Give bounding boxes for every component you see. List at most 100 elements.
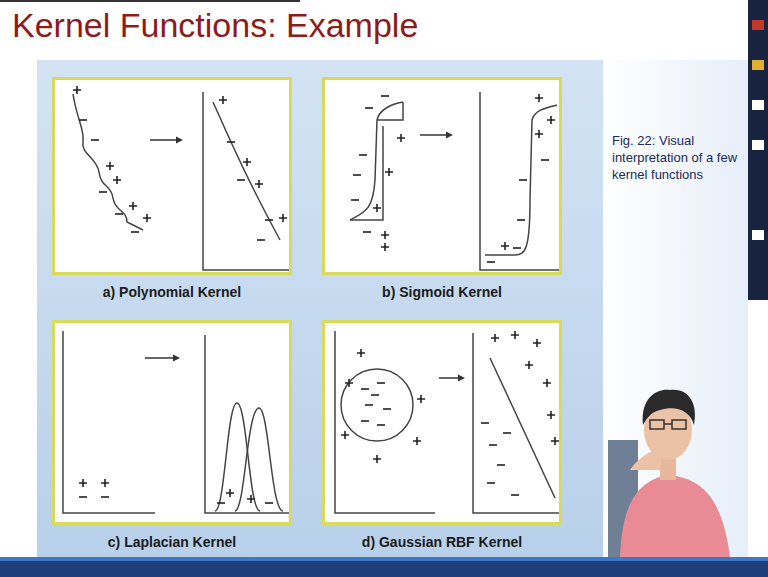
panel-caption: d) Gaussian RBF Kernel	[322, 534, 562, 550]
plus-marker	[345, 379, 353, 387]
decision-circle	[341, 369, 413, 441]
minus-marker	[489, 444, 497, 446]
plus-marker	[547, 116, 555, 124]
plus-marker	[143, 214, 151, 222]
plus-marker	[511, 331, 519, 339]
plus-marker	[106, 162, 114, 170]
minus-marker	[363, 231, 371, 233]
minus-marker	[365, 107, 373, 109]
minus-marker	[265, 502, 273, 504]
plus-marker	[385, 168, 393, 176]
blue-panel	[37, 60, 603, 557]
plus-marker	[543, 379, 551, 387]
panel-frame	[52, 77, 292, 275]
plus-marker	[381, 231, 389, 239]
minus-marker	[517, 219, 525, 221]
minus-marker	[101, 496, 109, 498]
plus-marker	[113, 176, 121, 184]
minus-marker	[265, 219, 273, 221]
minus-marker	[519, 179, 527, 181]
minus-marker	[513, 247, 521, 249]
minus-marker	[383, 408, 391, 410]
panel-frame	[322, 320, 562, 525]
minus-marker	[237, 179, 245, 181]
plus-marker	[341, 431, 349, 439]
plot-line	[235, 408, 283, 511]
toolbar-icon	[752, 230, 764, 240]
plus-marker	[413, 437, 421, 445]
panel-frame	[322, 77, 562, 275]
plus-marker	[129, 202, 137, 210]
minus-marker	[79, 119, 87, 121]
toolbar-icon	[752, 140, 764, 150]
plot-line	[485, 105, 557, 255]
mapping-arrow	[439, 377, 459, 379]
slide-title: Kernel Functions: Example	[12, 6, 418, 45]
kernel-panel: d) Gaussian RBF Kernel	[322, 320, 562, 550]
plot-line	[63, 331, 155, 513]
arrow-head	[458, 375, 465, 382]
plus-marker	[535, 94, 543, 102]
minus-marker	[371, 394, 379, 396]
kernel-illustration	[55, 323, 289, 522]
minus-marker	[511, 494, 519, 496]
plot-line	[350, 102, 403, 220]
arrow-head	[173, 355, 180, 362]
minus-marker	[257, 239, 265, 241]
minus-marker	[377, 382, 385, 384]
minus-marker	[227, 141, 235, 143]
minus-marker	[377, 424, 385, 426]
mapping-arrow	[145, 357, 174, 359]
plus-marker	[219, 96, 227, 104]
plus-marker	[255, 180, 263, 188]
plus-marker	[73, 86, 81, 94]
toolbar-icon	[752, 60, 764, 70]
plus-marker	[397, 134, 405, 142]
plus-marker	[357, 349, 365, 357]
presenter-figure	[608, 390, 730, 557]
kernel-panel: c) Laplacian Kernel	[52, 320, 292, 550]
plot-line	[205, 335, 289, 513]
minus-marker	[381, 95, 389, 97]
plus-marker	[373, 204, 381, 212]
panel-caption: a) Polynomial Kernel	[52, 284, 292, 300]
panel-caption: b) Sigmoid Kernel	[322, 284, 562, 300]
panel-caption: c) Laplacian Kernel	[52, 534, 292, 550]
minus-marker	[361, 420, 369, 422]
plus-marker	[525, 361, 533, 369]
plus-marker	[79, 479, 87, 487]
minus-marker	[365, 404, 373, 406]
bottom-bar-edge	[0, 557, 768, 561]
minus-marker	[541, 159, 549, 161]
minus-marker	[487, 482, 495, 484]
minus-marker	[359, 154, 367, 156]
minus-marker	[131, 231, 139, 233]
mapping-arrow	[150, 139, 177, 141]
plus-marker	[247, 495, 255, 503]
minus-marker	[503, 432, 511, 434]
minus-marker	[79, 496, 87, 498]
kernel-illustration	[55, 80, 289, 272]
minus-marker	[99, 191, 107, 193]
plot-line	[480, 92, 559, 270]
panel-frame	[52, 320, 292, 525]
toolbar-band	[748, 0, 768, 300]
plus-marker	[279, 214, 287, 222]
kernel-illustration	[325, 323, 559, 522]
plus-marker	[535, 130, 543, 138]
plus-marker	[101, 479, 109, 487]
bottom-bar	[0, 561, 768, 577]
top-rule	[0, 0, 300, 2]
plot-line	[73, 94, 143, 230]
minus-marker	[91, 139, 99, 141]
plus-marker	[243, 158, 251, 166]
figure-caption: Fig. 22: Visual interpretation of a few …	[612, 132, 742, 183]
plot-line	[473, 333, 559, 513]
toolbar-icon	[752, 20, 764, 30]
plus-marker	[501, 242, 509, 250]
arrow-head	[176, 137, 183, 144]
plot-line	[350, 126, 383, 220]
kernel-panel: b) Sigmoid Kernel	[322, 77, 562, 300]
plus-marker	[226, 489, 234, 497]
minus-marker	[361, 388, 369, 390]
